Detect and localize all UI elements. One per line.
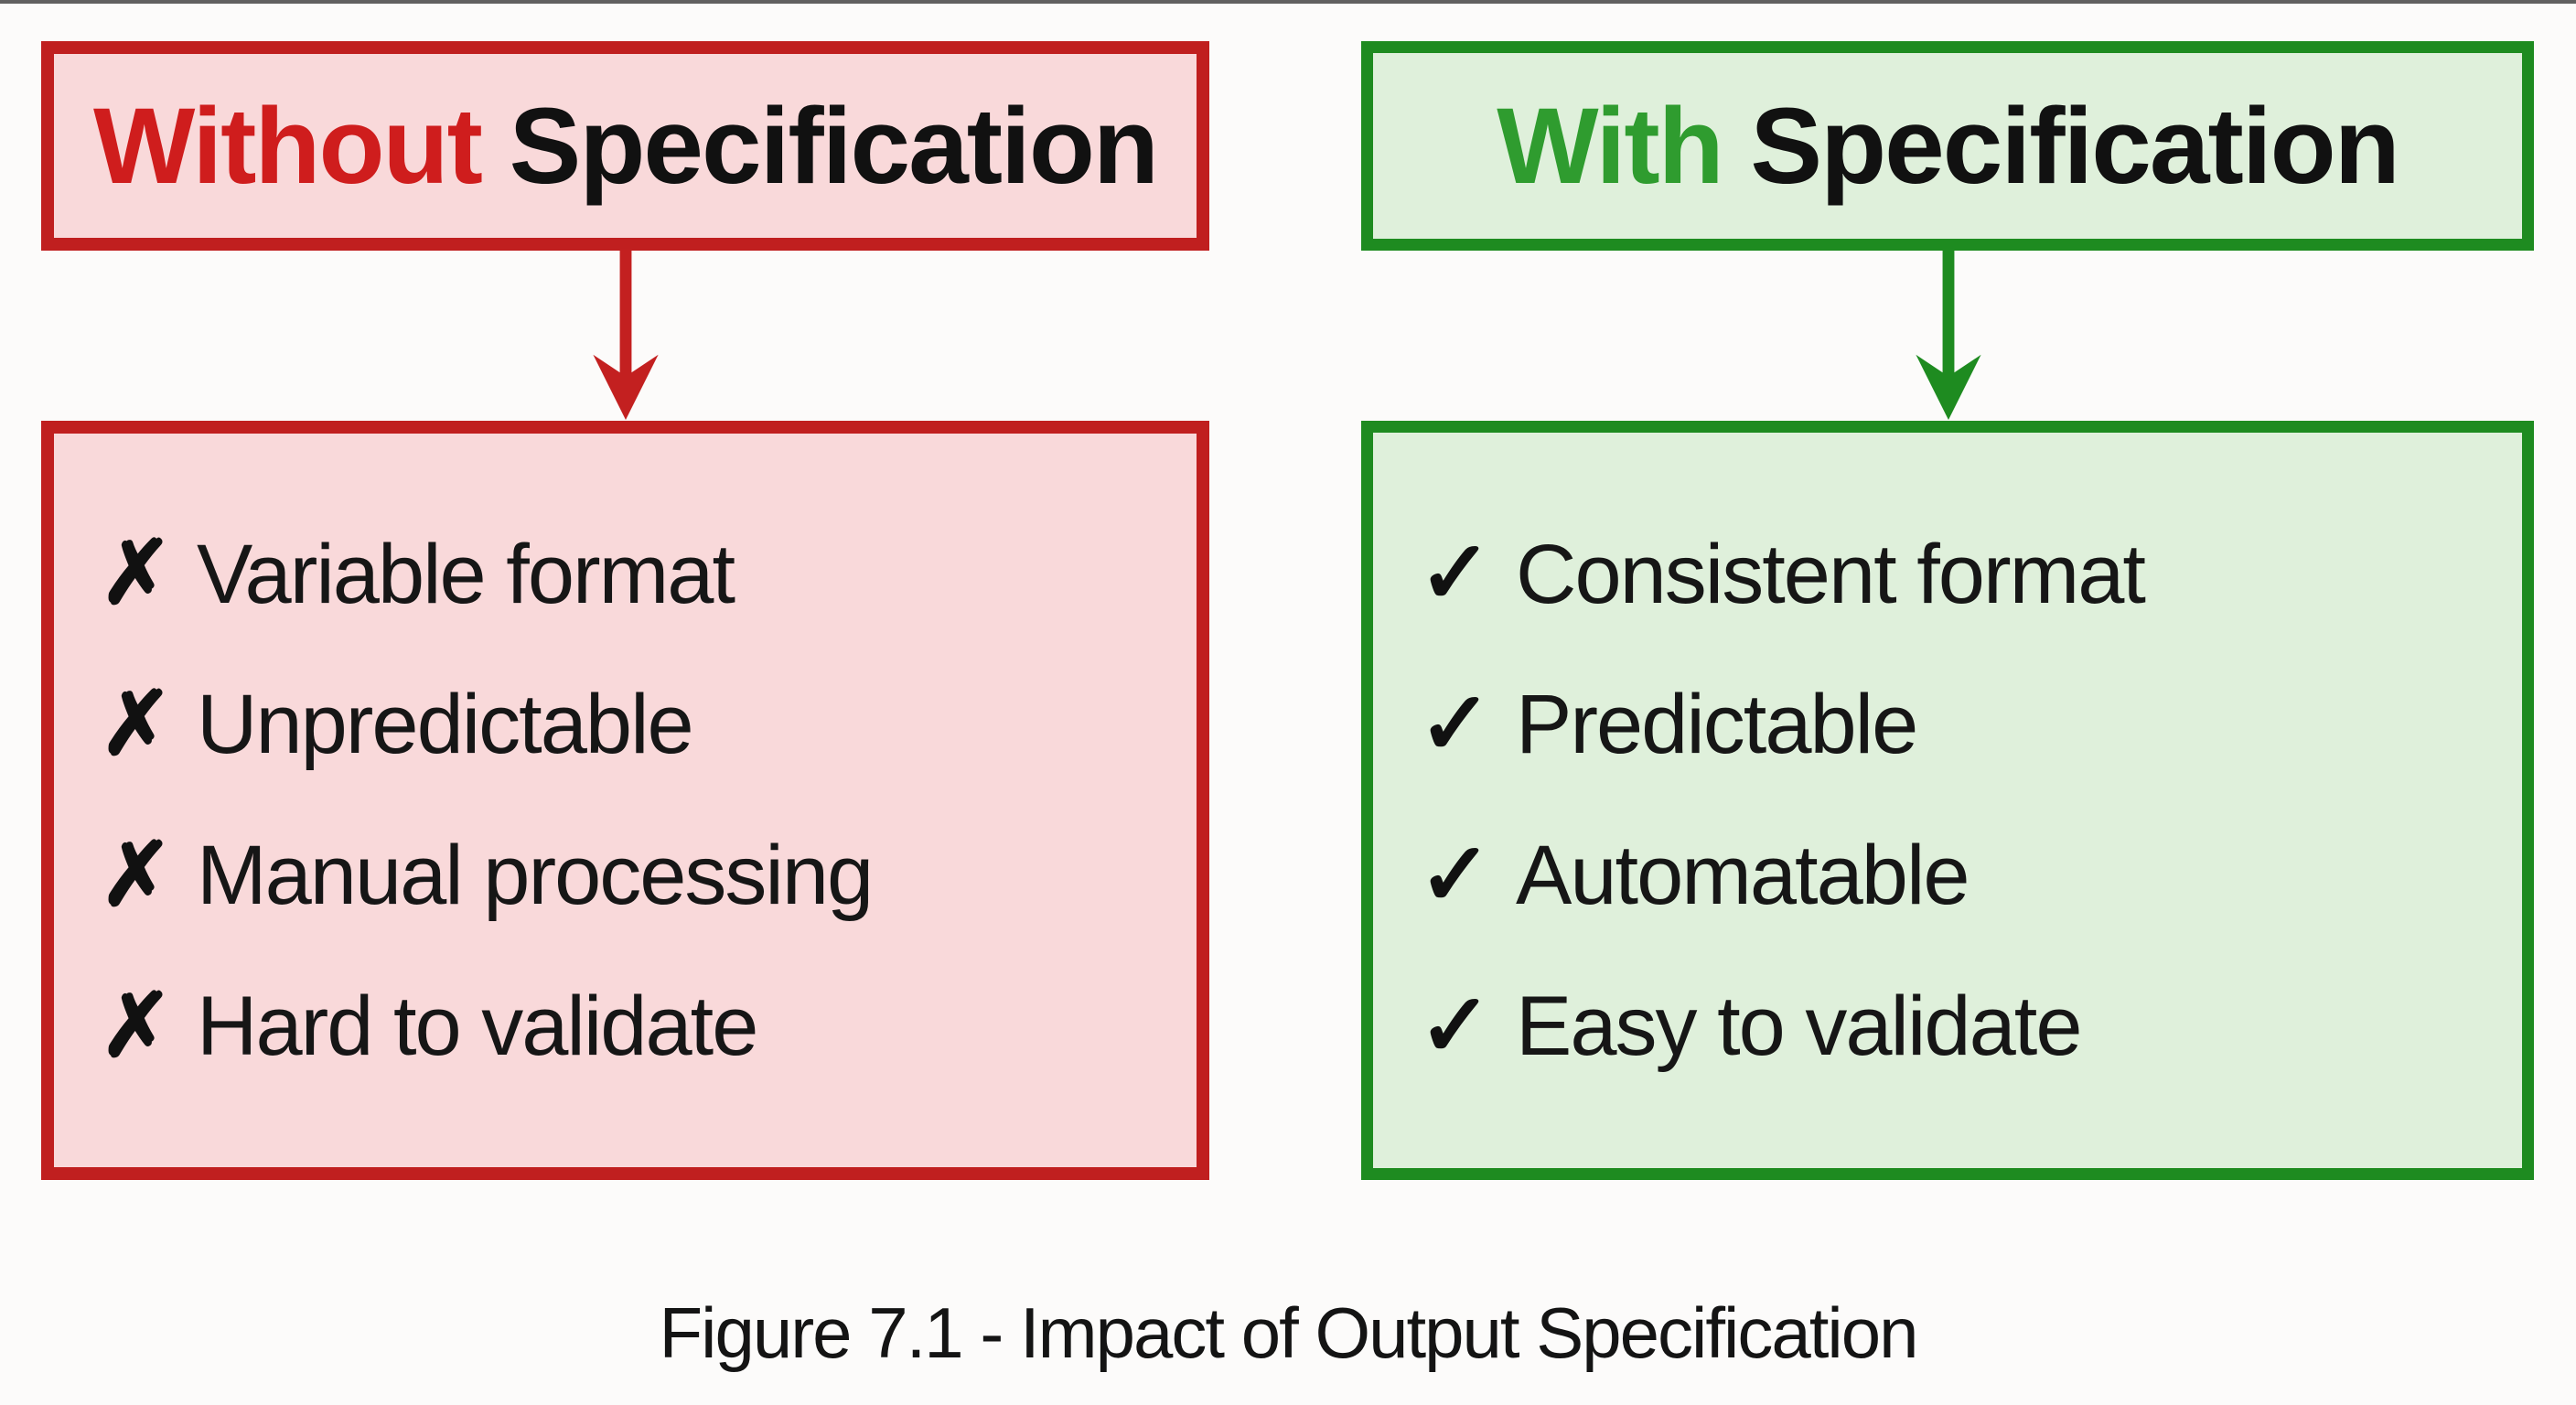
top-edge-line (0, 0, 2576, 4)
list-item: ✗ Manual processing (85, 826, 1197, 924)
list-item: ✗ Unpredictable (85, 675, 1197, 774)
green-down-arrow-icon (1912, 250, 1985, 422)
with-word: With (1497, 85, 1723, 207)
cross-icon: ✗ (99, 675, 173, 774)
check-icon: ✓ (1418, 976, 1492, 1075)
without-word: Without (92, 85, 483, 207)
red-down-arrow-icon (589, 250, 662, 422)
list-item-label: Unpredictable (197, 678, 694, 772)
check-icon: ✓ (1418, 524, 1492, 623)
list-item-label: Easy to validate (1516, 979, 2082, 1073)
figure-caption: Figure 7.1 - Impact of Output Specificat… (659, 1292, 1918, 1373)
list-item: ✓ Easy to validate (1404, 976, 2522, 1075)
list-item-label: Hard to validate (197, 979, 758, 1073)
with-spec-list-box: ✓ Consistent format ✓ Predictable ✓ Auto… (1361, 421, 2534, 1180)
list-item: ✓ Predictable (1404, 675, 2522, 774)
list-item: ✓ Consistent format (1404, 528, 2522, 620)
list-item: ✗ Hard to validate (85, 976, 1197, 1075)
check-icon: ✓ (1418, 826, 1492, 924)
without-spec-header: Without Specification (41, 41, 1209, 251)
list-item-label: Predictable (1516, 678, 1918, 772)
list-item-label: Variable format (197, 527, 735, 621)
list-item: ✗ Variable format (85, 528, 1197, 620)
list-item: ✓ Automatable (1404, 826, 2522, 924)
list-item-label: Automatable (1516, 829, 1970, 923)
check-icon: ✓ (1418, 675, 1492, 774)
cross-icon: ✗ (99, 826, 173, 924)
cross-icon: ✗ (99, 976, 173, 1075)
cross-icon: ✗ (99, 524, 173, 623)
specification-word: Specification (1750, 85, 2399, 207)
specification-word: Specification (509, 85, 1159, 207)
without-spec-list-box: ✗ Variable format ✗ Unpredictable ✗ Manu… (41, 421, 1209, 1180)
list-item-label: Consistent format (1516, 527, 2146, 621)
list-item-label: Manual processing (197, 829, 874, 923)
with-spec-header: With Specification (1361, 41, 2534, 251)
